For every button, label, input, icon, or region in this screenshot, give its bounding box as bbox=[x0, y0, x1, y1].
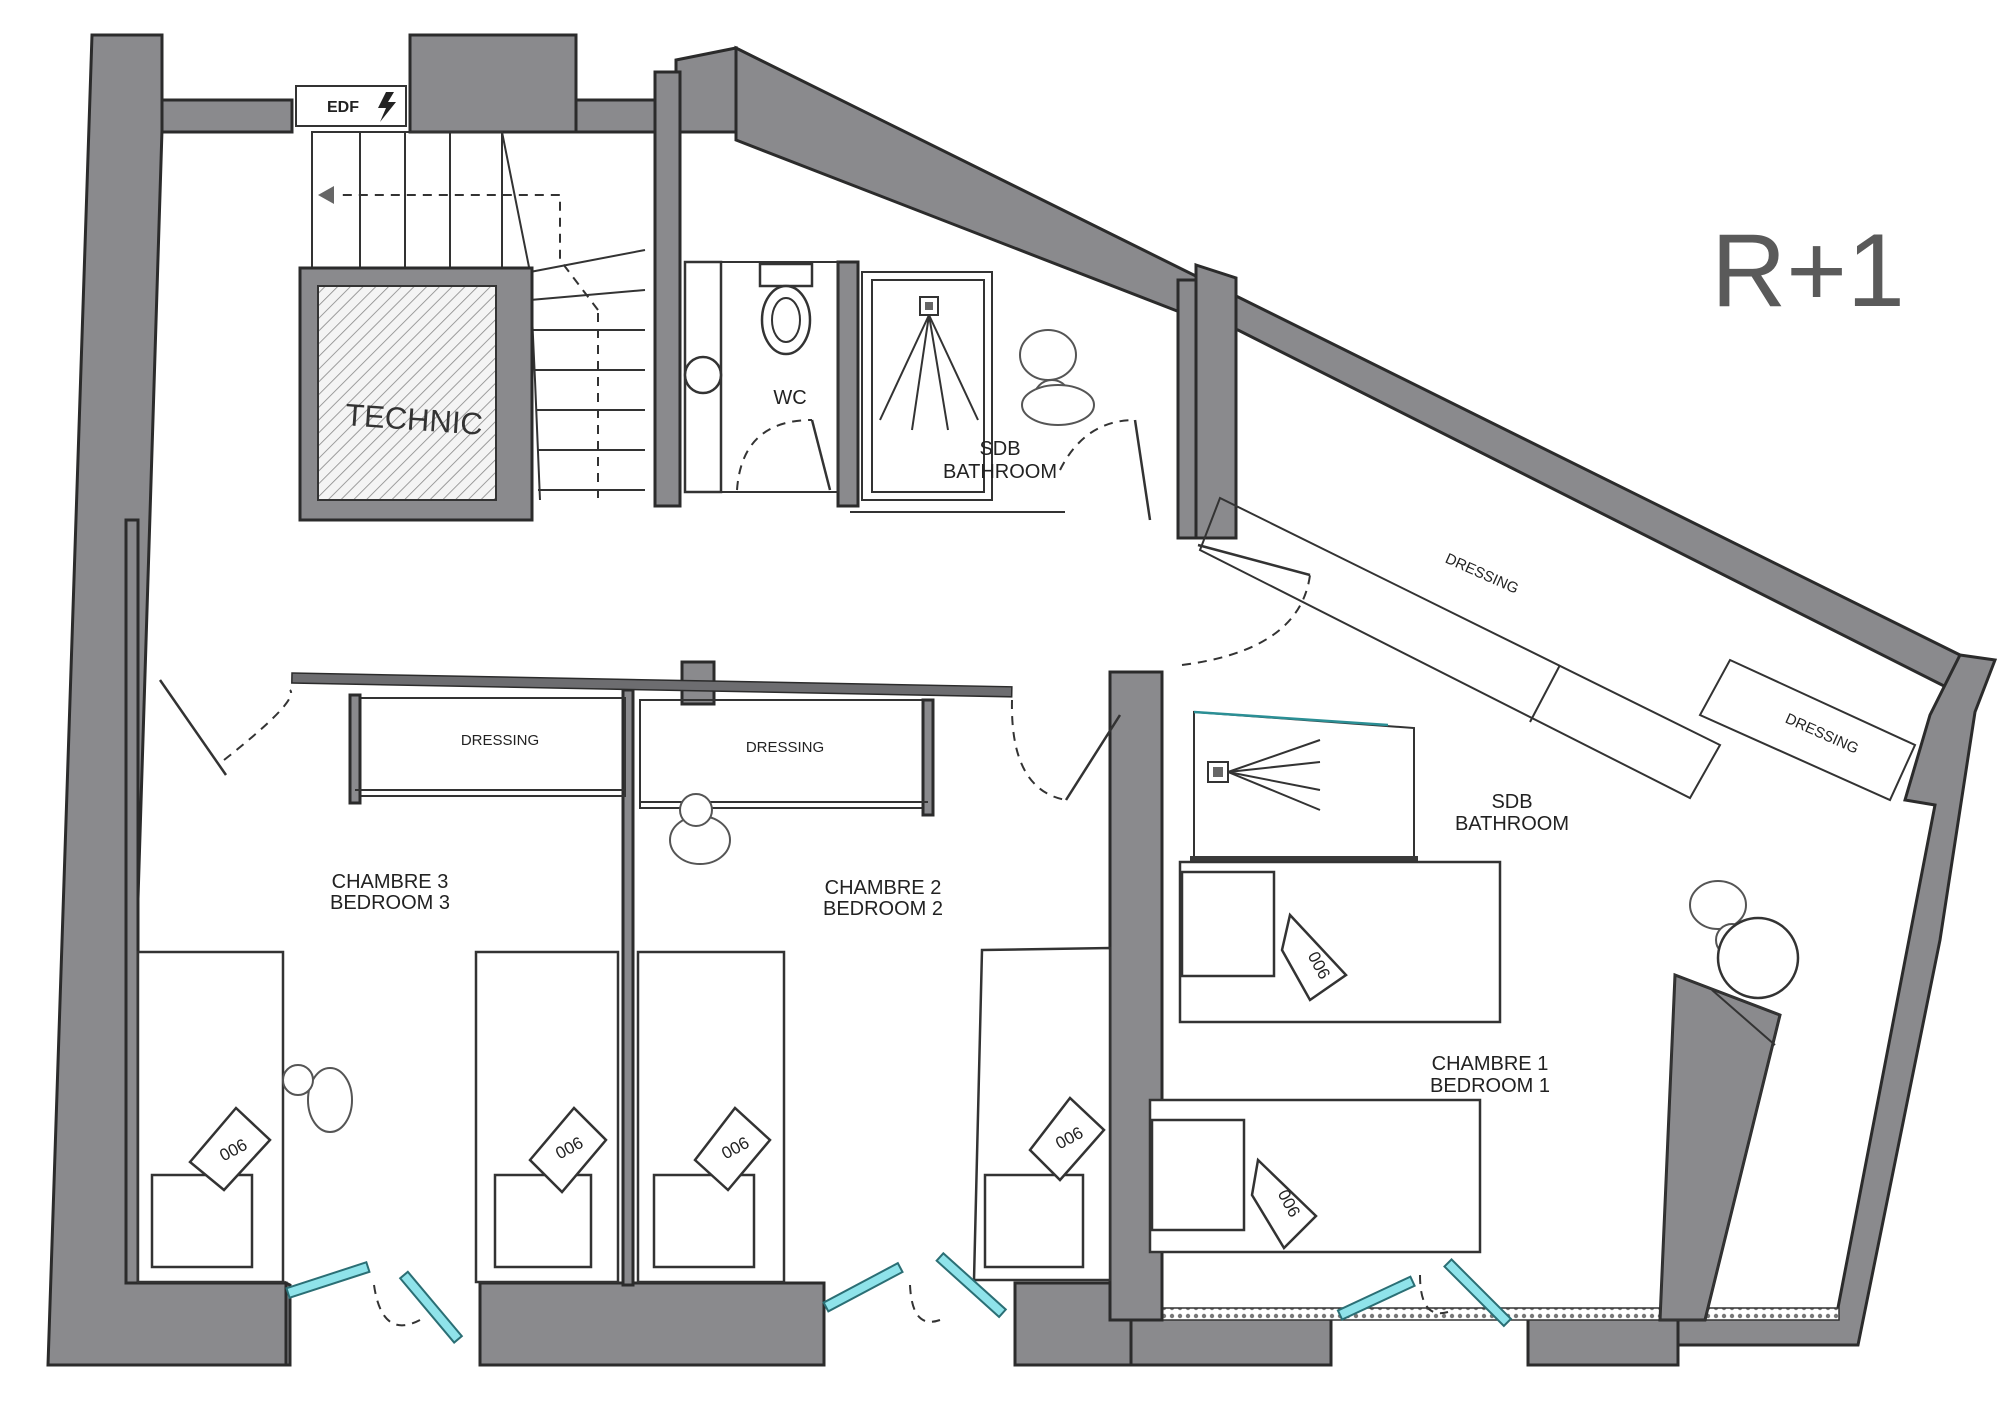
wall-bath-column bbox=[1194, 262, 1238, 540]
wall-bottom-a bbox=[284, 1280, 292, 1367]
window-bed3 bbox=[285, 1261, 464, 1344]
wall-top-a bbox=[160, 98, 294, 134]
person-icon bbox=[669, 793, 731, 865]
person-icon bbox=[1019, 329, 1095, 426]
person-icon bbox=[282, 1064, 353, 1133]
person-icon bbox=[1689, 880, 1800, 1000]
dressing-bed2: DRESSING bbox=[639, 698, 935, 817]
door-bedroom2 bbox=[1010, 699, 1067, 801]
wall-bottom-dotted bbox=[1130, 1307, 1840, 1321]
wall-top-d bbox=[674, 46, 738, 134]
wall-bottom-b bbox=[478, 1281, 826, 1367]
bathroom-upper: SDB BATHROOM bbox=[850, 271, 1152, 521]
bed-1b: 006 bbox=[1148, 1098, 1482, 1254]
wall-wc-bath bbox=[836, 260, 860, 508]
shower-drain-icon bbox=[1207, 761, 1229, 783]
dressing-label-4: DRESSING bbox=[1783, 710, 1861, 757]
wall-wardrobe-dark bbox=[1658, 972, 1782, 1322]
level-label: R+1 bbox=[1711, 213, 1905, 329]
dressing-diagonal: DRESSING bbox=[1198, 496, 1722, 800]
wardrobe-divider bbox=[1711, 989, 1776, 1046]
wall-bottom-d bbox=[1129, 1316, 1333, 1367]
wardrobe-outline bbox=[1658, 973, 1782, 1321]
room-label-wc: WC bbox=[773, 387, 806, 409]
window-bed2 bbox=[822, 1251, 1008, 1323]
room-label-bath-upper-1: SDB bbox=[979, 438, 1020, 460]
wall-top-b bbox=[408, 33, 578, 134]
room-label-bed1-1: CHAMBRE 1 bbox=[1432, 1053, 1549, 1075]
bed-1a: 006 bbox=[1178, 860, 1502, 1024]
room-label-bath-master-2: BATHROOM bbox=[1455, 813, 1569, 835]
room-label-bed3-1: CHAMBRE 3 bbox=[332, 871, 449, 893]
dressing-label-2: DRESSING bbox=[746, 739, 824, 756]
dressing-bed3: DRESSING bbox=[348, 693, 626, 805]
wall-corridor bbox=[291, 672, 1013, 698]
wc-room: WC bbox=[683, 260, 839, 494]
room-label-bed3-2: BEDROOM 3 bbox=[330, 892, 450, 914]
door-leaf-bedroom3 bbox=[158, 679, 228, 776]
door-bedroom3 bbox=[223, 689, 293, 761]
wall-stair-right bbox=[653, 70, 682, 508]
room-label-bath-master-1: SDB bbox=[1491, 791, 1532, 813]
wall-bottom-e bbox=[1526, 1316, 1680, 1367]
room-label-bed2-2: BEDROOM 2 bbox=[823, 898, 943, 920]
technic-hatch bbox=[317, 285, 497, 501]
room-label-bed2-1: CHAMBRE 2 bbox=[825, 877, 942, 899]
shower-drain-icon bbox=[919, 296, 939, 316]
electric-bolt-icon bbox=[378, 92, 396, 122]
bed-2c: 006 bbox=[972, 946, 1112, 1282]
door-bedroom1 bbox=[1181, 574, 1311, 666]
dressing-label-1: DRESSING bbox=[461, 732, 539, 749]
bed-2b: 006 bbox=[636, 950, 786, 1284]
dressing-label-3: DRESSING bbox=[1443, 550, 1521, 597]
room-label-bed1-2: BEDROOM 1 bbox=[1430, 1075, 1550, 1097]
edf-label: EDF bbox=[327, 99, 359, 116]
wall-bed3-left bbox=[124, 518, 140, 1285]
room-label-bath-upper-2: BATHROOM bbox=[943, 461, 1057, 483]
door-leaf-bedroom2 bbox=[1064, 714, 1122, 801]
sink-icon bbox=[683, 355, 723, 395]
door-leaf-bedroom1 bbox=[1197, 543, 1311, 577]
wall-diagonal bbox=[734, 45, 1962, 693]
dressing-corner: DRESSING bbox=[1698, 658, 1917, 802]
bed-2a: 006 bbox=[474, 950, 620, 1284]
stair-arrow-icon bbox=[318, 186, 334, 204]
window-bed1 bbox=[1336, 1258, 1513, 1328]
toilet-icon bbox=[758, 262, 814, 356]
bed-3: 006 bbox=[136, 950, 285, 1284]
